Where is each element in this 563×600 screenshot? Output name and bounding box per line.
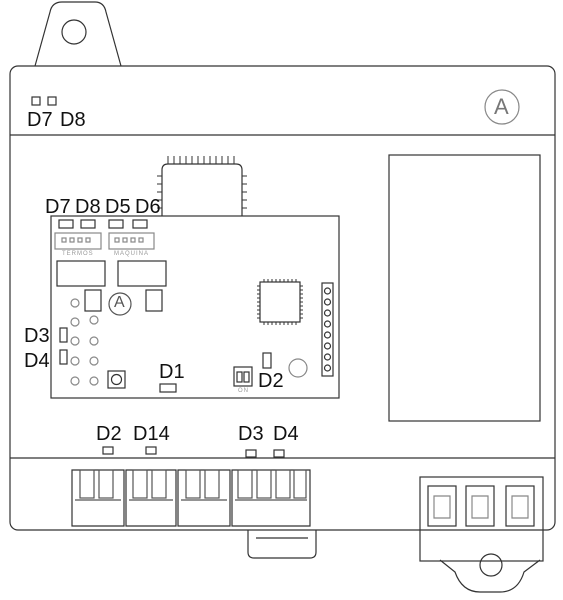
led-top-d8	[47, 96, 57, 106]
led-board-d4	[59, 349, 68, 365]
led-board-d3	[59, 327, 68, 343]
board-vias	[70, 298, 99, 386]
terminal-screws-left	[79, 469, 307, 499]
pin-header	[321, 282, 334, 377]
led-board-d7	[58, 219, 74, 229]
led-board-d6	[132, 219, 148, 229]
led-bottom-d2	[102, 446, 114, 455]
wifi-module	[161, 163, 243, 216]
led-board-d1	[159, 383, 177, 393]
microcontroller	[259, 281, 301, 323]
termos-connector	[54, 232, 102, 250]
control-board	[50, 215, 340, 399]
label-board-d1: D1	[159, 361, 185, 383]
board-logo-circle	[108, 292, 132, 316]
label-board-d5: D5	[105, 196, 131, 218]
dip-switch[interactable]	[233, 366, 253, 387]
bottom-mounting-tab	[439, 559, 541, 593]
board-logo-letter: A	[114, 294, 125, 311]
dip-switch-lever-2[interactable]	[243, 371, 250, 383]
led-board-d2	[262, 352, 272, 369]
chip-left	[84, 289, 102, 312]
label-maquina: MAQUINA	[114, 251, 150, 257]
label-bottom-d2: D2	[96, 423, 122, 445]
pin-header-pins	[323, 287, 332, 372]
enclosure-logo-letter: A	[494, 94, 509, 119]
push-button-cap[interactable]	[110, 373, 123, 386]
power-terminal-block	[419, 476, 544, 562]
label-board-d4: D4	[24, 350, 50, 372]
wifi-module-pins	[157, 156, 247, 209]
power-terminal-screws	[427, 485, 535, 527]
relay-right	[117, 260, 167, 287]
label-bottom-d3: D3	[238, 423, 264, 445]
maquina-connector-pins	[114, 237, 144, 243]
label-dip-switch-on: ON	[238, 388, 249, 394]
push-button[interactable]	[107, 370, 126, 389]
termos-connector-pins	[61, 237, 91, 243]
label-board-d6: D6	[135, 196, 161, 218]
label-termos: TERMOS	[62, 251, 94, 257]
led-bottom-d3	[245, 449, 257, 458]
label-board-d8: D8	[75, 196, 101, 218]
label-board-d3: D3	[24, 325, 50, 347]
buzzer	[288, 358, 308, 378]
top-mounting-tab	[34, 1, 122, 67]
maquina-connector	[108, 232, 155, 250]
label-bottom-d14: D14	[133, 423, 170, 445]
display-window	[388, 154, 541, 422]
logo-circle	[484, 89, 520, 125]
chip-right	[145, 289, 163, 312]
bottom-clip	[247, 530, 317, 559]
dip-switch-lever-1[interactable]	[236, 371, 243, 383]
label-bottom-d4: D4	[273, 423, 299, 445]
bottom-mounting-hole	[479, 553, 503, 577]
label-board-d2: D2	[258, 370, 284, 392]
led-board-d8	[80, 219, 96, 229]
enclosure-outline	[9, 65, 556, 531]
relay-left	[56, 260, 106, 287]
led-board-d5	[108, 219, 124, 229]
led-top-d7	[31, 96, 41, 106]
top-mounting-hole	[61, 19, 87, 45]
label-top-d8: D8	[60, 109, 86, 131]
led-bottom-d4	[273, 449, 285, 458]
label-board-d7: D7	[45, 196, 71, 218]
label-top-d7: D7	[27, 109, 53, 131]
microcontroller-pins	[257, 279, 303, 325]
led-bottom-d14	[145, 446, 157, 455]
